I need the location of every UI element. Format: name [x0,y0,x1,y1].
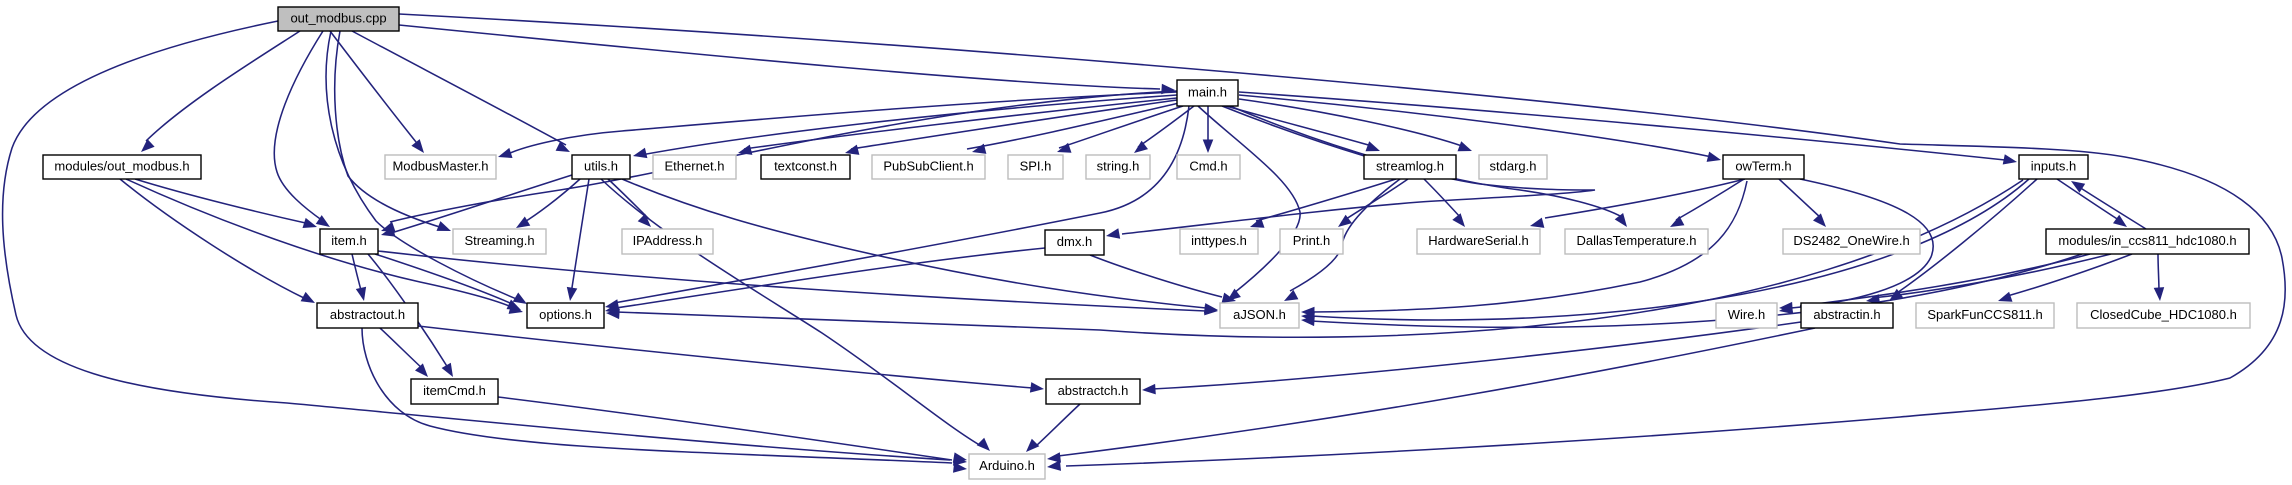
svg-text:DallasTemperature.h: DallasTemperature.h [1577,233,1697,248]
svg-text:Print.h: Print.h [1293,233,1331,248]
svg-text:item.h: item.h [331,233,366,248]
svg-text:PubSubClient.h: PubSubClient.h [883,159,973,174]
svg-text:ModbusMaster.h: ModbusMaster.h [392,159,488,174]
svg-text:Wire.h: Wire.h [1728,307,1766,322]
svg-text:DS2482_OneWire.h: DS2482_OneWire.h [1793,233,1909,248]
svg-text:Ethernet.h: Ethernet.h [665,159,725,174]
svg-text:HardwareSerial.h: HardwareSerial.h [1428,233,1528,248]
svg-text:itemCmd.h: itemCmd.h [423,383,486,398]
svg-text:streamlog.h: streamlog.h [1376,159,1444,174]
svg-text:IPAddress.h: IPAddress.h [633,233,703,248]
svg-text:abstractin.h: abstractin.h [1813,307,1880,322]
svg-text:owTerm.h: owTerm.h [1735,159,1791,174]
svg-text:out_modbus.cpp: out_modbus.cpp [290,11,386,26]
svg-text:options.h: options.h [539,307,592,322]
svg-text:textconst.h: textconst.h [774,159,837,174]
svg-text:ClosedCube_HDC1080.h: ClosedCube_HDC1080.h [2090,307,2237,322]
svg-text:abstractch.h: abstractch.h [1058,383,1129,398]
svg-text:Cmd.h: Cmd.h [1189,159,1227,174]
svg-text:string.h: string.h [1097,159,1140,174]
svg-text:Streaming.h: Streaming.h [464,233,534,248]
svg-text:abstractout.h: abstractout.h [330,307,405,322]
svg-text:main.h: main.h [1188,85,1227,100]
svg-text:inttypes.h: inttypes.h [1191,233,1247,248]
svg-text:utils.h: utils.h [584,159,618,174]
svg-text:aJSON.h: aJSON.h [1233,307,1286,322]
svg-text:SparkFunCCS811.h: SparkFunCCS811.h [1927,307,2042,322]
svg-text:Arduino.h: Arduino.h [979,458,1035,473]
svg-text:modules/in_ccs811_hdc1080.h: modules/in_ccs811_hdc1080.h [2058,233,2236,248]
svg-text:SPI.h: SPI.h [1020,159,1052,174]
svg-text:stdarg.h: stdarg.h [1490,159,1537,174]
svg-text:inputs.h: inputs.h [2031,159,2077,174]
svg-text:modules/out_modbus.h: modules/out_modbus.h [54,159,189,174]
svg-text:dmx.h: dmx.h [1057,234,1092,249]
